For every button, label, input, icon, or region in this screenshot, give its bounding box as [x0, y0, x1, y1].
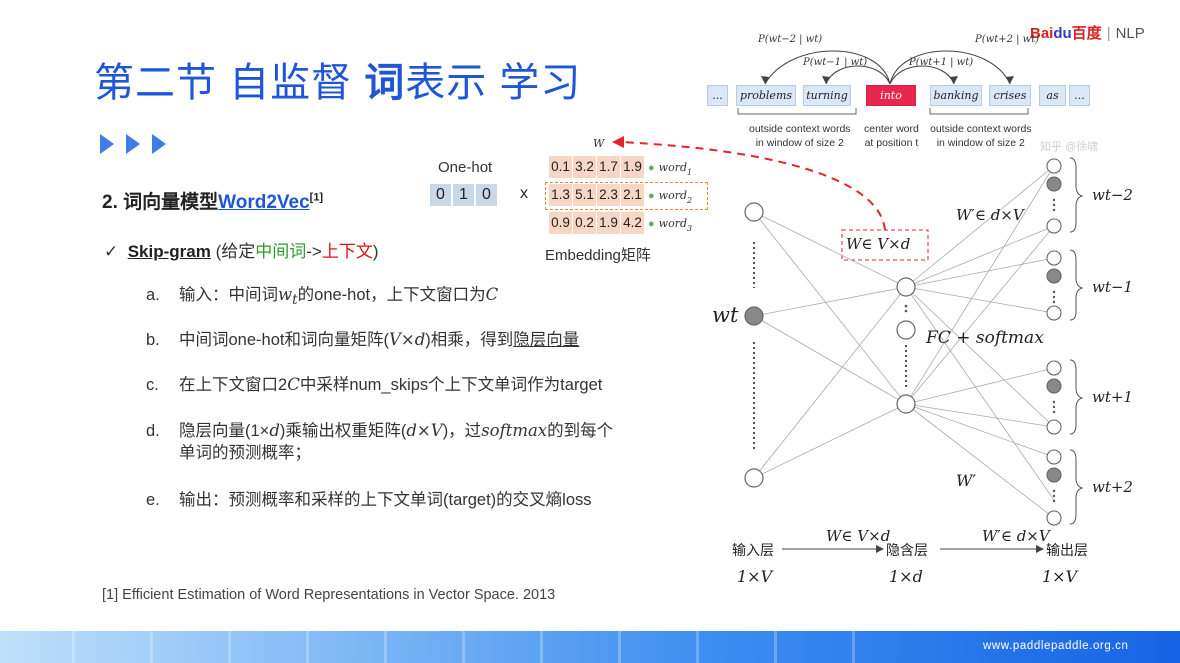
- input-layer-label: 输入层: [732, 542, 774, 558]
- baidu-nlp-logo: Baidu百度|NLP: [1030, 25, 1145, 42]
- footer-url[interactable]: www.paddlepaddle.org.cn: [983, 640, 1129, 652]
- w-prime-label: W′: [956, 471, 977, 490]
- model-heading: 2. 词向量模型Word2Vec[1]: [102, 191, 324, 213]
- hidden-layer-label: 隐含层: [886, 542, 928, 558]
- token: problems: [736, 85, 796, 106]
- skipgram-heading: ✓ Skip-gram (给定中间词->上下文): [104, 242, 379, 261]
- fc-softmax-label: FC + softmax: [926, 328, 1044, 348]
- w-prime-label: W′∈ d×V: [956, 206, 1024, 224]
- token: ...: [1069, 85, 1090, 106]
- slide-title: 第二节 自监督 词表示 学习: [94, 61, 582, 105]
- edge-label: W′∈ d×V: [982, 527, 1050, 545]
- output-label: wt+2: [1092, 478, 1133, 496]
- prob-label: P(wt−2 | wt): [758, 34, 823, 45]
- token: ...: [707, 85, 728, 106]
- center-token: into: [866, 85, 916, 106]
- output-dim: 1×V: [1042, 567, 1078, 586]
- footer-band: [0, 631, 1180, 663]
- token: turning: [803, 85, 851, 106]
- multiply-sign: x: [520, 185, 528, 202]
- onehot-label: One-hot: [438, 159, 493, 176]
- output-layer-label: 输出层: [1046, 542, 1088, 558]
- prob-label: P(wt−1 | wt): [803, 57, 868, 68]
- output-label: wt−2: [1092, 186, 1133, 204]
- token: banking: [930, 85, 982, 106]
- word2vec-link[interactable]: Word2Vec: [218, 192, 310, 213]
- list-item: a.输入：中间词wt的one-hot，上下文窗口为C: [146, 285, 499, 309]
- reference-note: [1] Efficient Estimation of Word Represe…: [102, 587, 556, 603]
- watermark: 知乎 @徐啸: [1040, 141, 1099, 153]
- selected-row-highlight: [545, 182, 708, 210]
- input-dim: 1×V: [737, 567, 773, 586]
- list-item: d.隐层向量(1×d)乘输出权重矩阵(d×V)，过softmax的到每个单词的预…: [146, 421, 614, 462]
- token: crises: [989, 85, 1031, 106]
- output-label: wt−1: [1092, 278, 1133, 296]
- w-label: W: [593, 137, 605, 150]
- chevron-arrows-icon: [100, 134, 166, 154]
- list-item: b.中间词one-hot和词向量矩阵(V×d)相乘，得到隐层向量: [146, 330, 580, 349]
- output-label: wt+1: [1092, 388, 1133, 406]
- prob-label: P(wt+1 | wt): [909, 57, 974, 68]
- w-matrix-label: W∈ V×d: [846, 235, 911, 253]
- token: as: [1039, 85, 1066, 106]
- list-item: e.输出：预测概率和采样的上下文单词(target)的交叉熵loss: [146, 491, 592, 509]
- hidden-dim: 1×d: [889, 567, 923, 586]
- embedding-label: Embedding矩阵: [545, 247, 651, 264]
- edge-label: W∈ V×d: [826, 527, 891, 545]
- prob-label: P(wt+2 | wt): [975, 34, 1040, 45]
- list-item: c.在上下文窗口2C中采样num_skips个上下文单词作为target: [146, 375, 603, 394]
- wt-input-label: wt: [712, 303, 739, 327]
